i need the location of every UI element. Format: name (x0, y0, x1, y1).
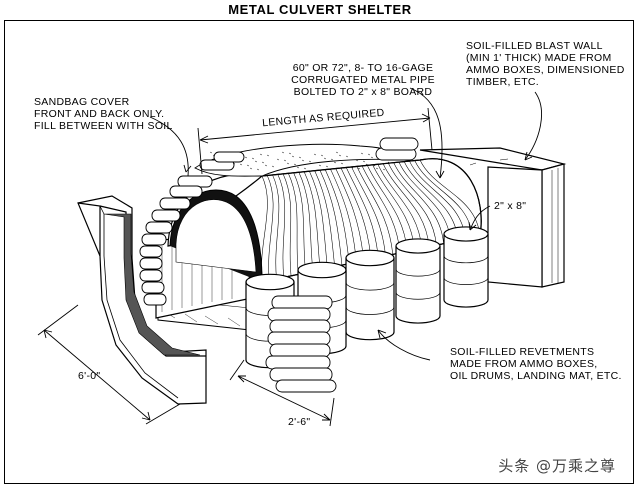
page-title: METAL CULVERT SHELTER (228, 2, 412, 17)
left-blast-wall (77, 195, 207, 405)
sandbag (139, 245, 163, 258)
sandbag (213, 151, 245, 163)
depth-label: 2'-6" (288, 416, 311, 428)
sandbag (269, 343, 331, 358)
watermark: 头条 @万乘之尊 (498, 457, 616, 475)
sandbag (269, 367, 333, 382)
sandbag (271, 295, 333, 310)
sandbag (139, 269, 163, 282)
top-sandbags (194, 137, 419, 177)
sandbag (169, 185, 203, 198)
sandbag (159, 197, 191, 210)
wall-width-label: 6'-0" (78, 370, 101, 382)
leader-lines (149, 87, 542, 361)
right-blast-wall (419, 147, 567, 288)
sandbag (141, 281, 165, 294)
board-label: 2" x 8" (494, 200, 527, 212)
sandbag (151, 209, 181, 222)
wall-width-dimension (37, 304, 181, 425)
left-sandbag-arch (139, 151, 245, 306)
sandbag (267, 331, 331, 346)
oil-drum (345, 249, 395, 341)
sandbag (265, 355, 331, 370)
revetments-label: SOIL-FILLED REVETMENTS MADE FROM AMMO BO… (450, 346, 622, 382)
diagram-frame (4, 20, 634, 484)
sandbag (177, 175, 213, 188)
front-sandbag-stack (265, 295, 337, 393)
sandbag (275, 379, 337, 393)
sandbag (141, 233, 167, 246)
sandbag (267, 307, 331, 322)
length-dimension (197, 107, 433, 175)
sandbag (139, 257, 163, 270)
blast-wall-label: SOIL-FILLED BLAST WALL (MIN 1' THICK) MA… (466, 40, 625, 88)
pipe-label: 60" OR 72", 8- TO 16-GAGE CORRUGATED MET… (291, 62, 435, 98)
depth-dimension (229, 359, 335, 427)
oil-drum (443, 226, 489, 308)
sandbag (269, 319, 331, 334)
sandbag-cover-label: SANDBAG COVER FRONT AND BACK ONLY. FILL … (34, 96, 173, 132)
sandbag (145, 221, 173, 234)
sandbag (143, 293, 167, 306)
oil-drum (395, 238, 441, 324)
